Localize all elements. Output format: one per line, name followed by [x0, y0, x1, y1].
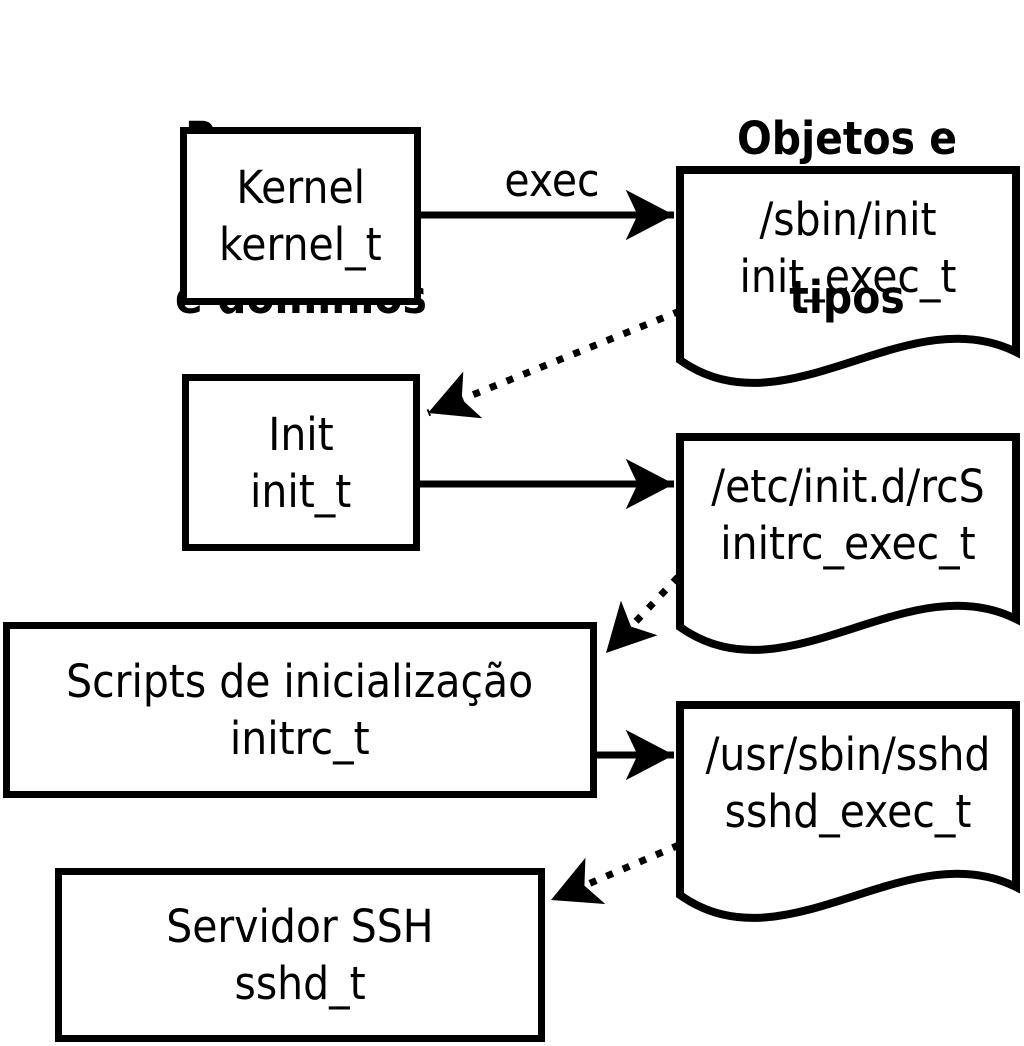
transition-arrow-sbin-init-to-init-t — [426, 307, 682, 419]
process-domain: sshd_t — [234, 957, 366, 1010]
file-type: init_exec_t — [739, 250, 957, 303]
exec-arrow-label: exec — [504, 154, 600, 207]
file-path: /sbin/init — [759, 193, 937, 246]
file-object-etc-initd-rcs: /etc/init.d/rcS initrc_exec_t — [680, 458, 1016, 572]
process-box-init-scripts: Scripts de inicialização initrc_t — [3, 622, 597, 798]
process-name: Servidor SSH — [166, 900, 434, 953]
file-type: sshd_exec_t — [724, 785, 972, 838]
process-domain: kernel_t — [219, 218, 382, 271]
file-object-usr-sbin-sshd: /usr/sbin/sshd sshd_exec_t — [680, 726, 1016, 840]
process-name: Scripts de inicialização — [66, 655, 534, 708]
file-path: /etc/init.d/rcS — [711, 460, 985, 513]
process-domain: initrc_t — [230, 712, 370, 765]
process-box-kernel: Kernel kernel_t — [180, 127, 421, 305]
process-box-ssh-server: Servidor SSH sshd_t — [55, 868, 545, 1042]
file-object-sbin-init: /sbin/init init_exec_t — [680, 191, 1016, 305]
document-shape-etc-initd-rcs — [676, 433, 1020, 654]
column-header-objects-line2: tipos — [789, 271, 905, 324]
file-type: initrc_exec_t — [720, 517, 976, 570]
process-name: Kernel — [236, 161, 365, 214]
process-domain: init_t — [250, 464, 352, 518]
column-header-objects-line1: Objetos e — [736, 112, 958, 165]
transition-arrow-rcs-to-initrc-t — [603, 574, 681, 656]
document-shape-sbin-init — [676, 166, 1020, 387]
process-box-init: Init init_t — [182, 374, 420, 551]
file-path: /usr/sbin/sshd — [705, 728, 991, 781]
column-header-objects: Objetos e tipos — [682, 6, 1011, 430]
document-shape-usr-sbin-sshd — [676, 701, 1020, 922]
transition-arrow-sshd-to-sshd-t — [549, 841, 681, 905]
process-name: Init — [268, 407, 334, 461]
